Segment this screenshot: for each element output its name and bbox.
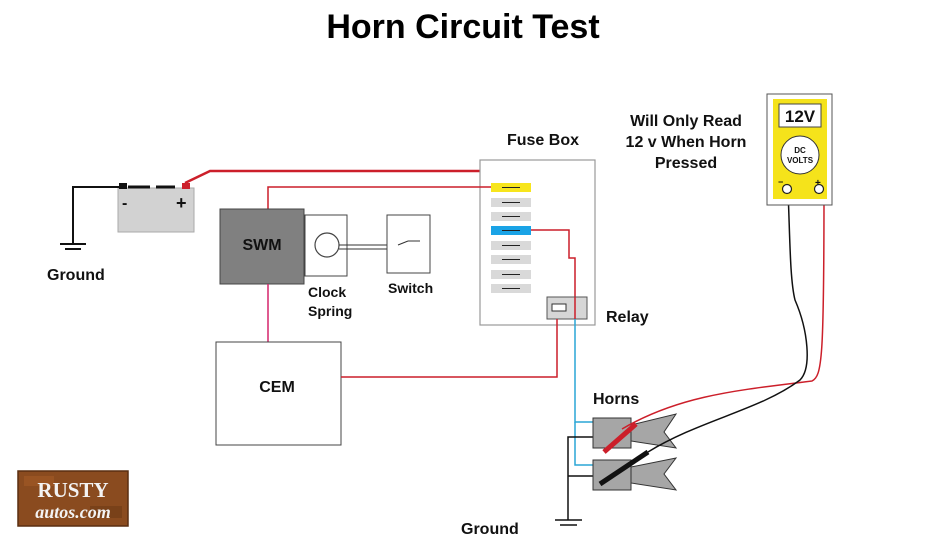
meter-note: Will Only Read 12 v When Horn Pressed (626, 113, 747, 172)
meter-mode-line2: VOLTS (787, 156, 814, 165)
relay-label: Relay (606, 309, 649, 326)
switch-label: Switch (388, 280, 433, 296)
horn-switch (386, 214, 431, 274)
red-test-lead (602, 189, 825, 454)
battery-plus-label: + (176, 193, 187, 213)
relay-to-horn2-wire (574, 422, 593, 466)
meter-volt-jack (813, 183, 825, 195)
meter-display: 12V (785, 107, 816, 126)
swm-module: SWM (219, 208, 305, 285)
logo-line1: RUSTY (37, 478, 108, 502)
battery-minus-label: - (122, 195, 127, 212)
battery-ground-label: Ground (47, 267, 105, 284)
meter-mode-line1: DC (794, 146, 806, 155)
meter-minus-label: − (778, 177, 783, 187)
meter-com-jack (781, 183, 793, 195)
battery-ground-wire (60, 186, 122, 250)
meter-plus-label: + (815, 178, 821, 189)
cem-module: CEM (215, 341, 342, 446)
horn-ground-wire (555, 436, 593, 526)
swm-label: SWM (242, 237, 281, 254)
black-test-lead (598, 189, 808, 487)
fuse-to-swm-wire (267, 186, 491, 209)
rusty-autos-logo: RUSTY autos.com (17, 470, 129, 527)
battery: - + (117, 183, 195, 233)
clock-spring-label-line2: Spring (308, 303, 352, 319)
relay (546, 296, 588, 320)
horns-label: Horns (593, 391, 639, 408)
fuse-box-label: Fuse Box (507, 132, 579, 149)
relay-to-horns-wire (574, 319, 593, 423)
meter-note-line1: Will Only Read (630, 113, 742, 130)
clock-spring (304, 214, 410, 277)
cem-to-relay-wire (341, 319, 558, 378)
cem-label: CEM (259, 379, 295, 396)
meter-note-line3: Pressed (655, 155, 717, 172)
diagram-title: Horn Circuit Test (326, 8, 599, 46)
clock-spring-label-line1: Clock (308, 284, 346, 300)
fuse-to-relay-wire (531, 229, 576, 297)
horn-ground-label: Ground (461, 521, 519, 538)
meter-note-line2: 12 v When Horn (626, 134, 747, 151)
battery-to-fusebox-wire (184, 169, 483, 185)
logo-line2: autos.com (35, 502, 111, 522)
multimeter: 12V DC VOLTS − + (766, 93, 833, 206)
